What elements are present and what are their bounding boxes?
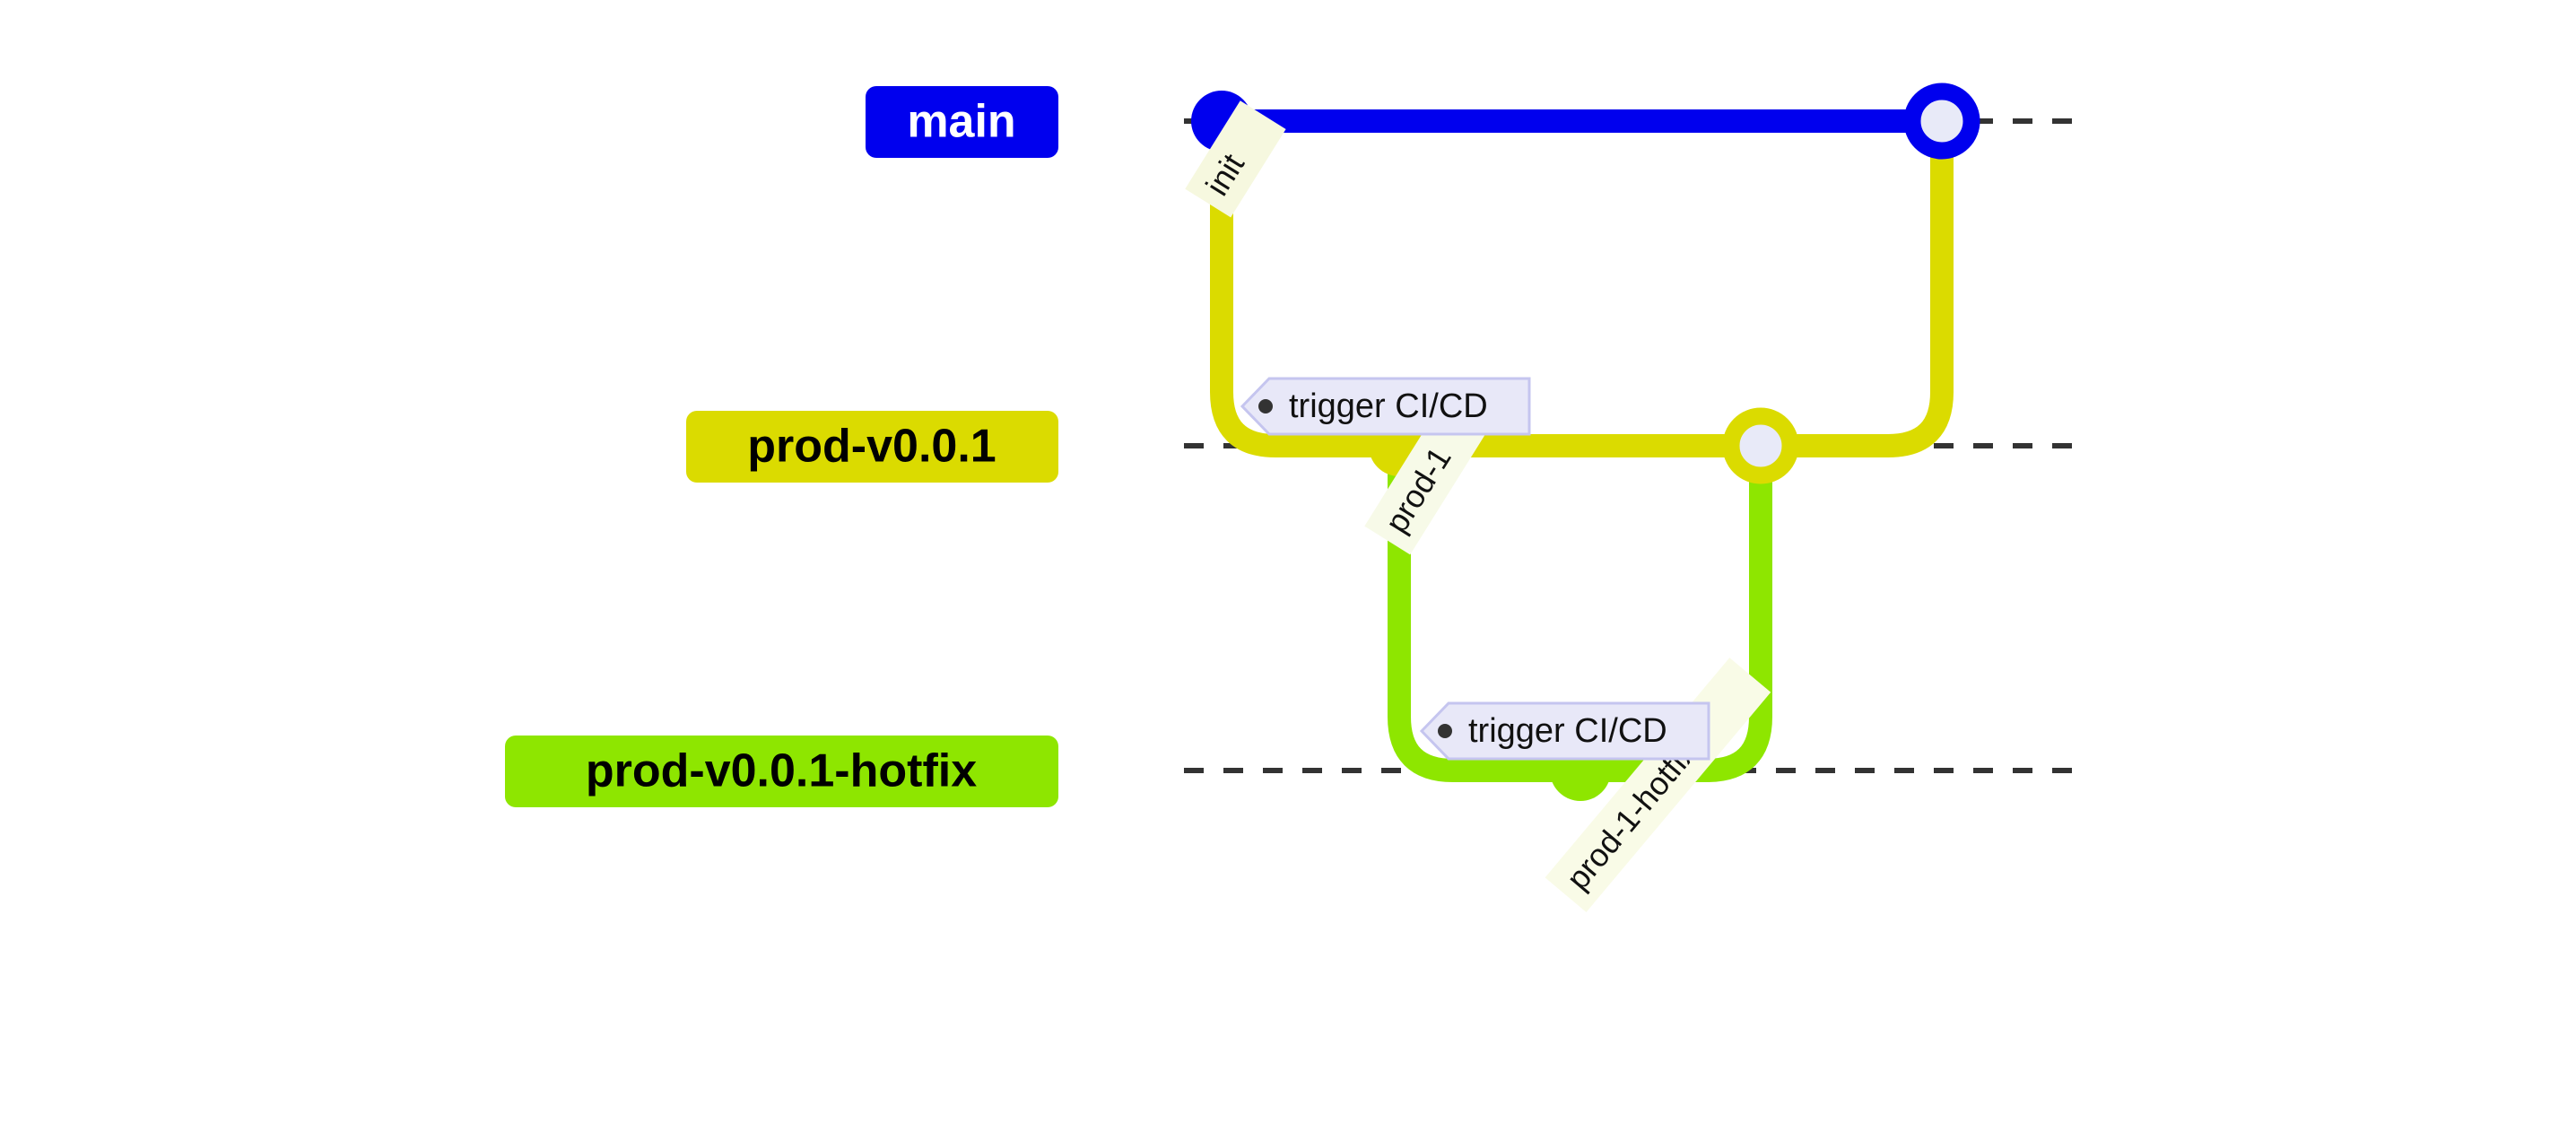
- commit-id-init-bg: [1185, 100, 1286, 218]
- branch-label-hotfix[interactable]: prod-v0.0.1-hotfix: [505, 736, 1058, 807]
- edge-branch-hotfix: [1388, 446, 1580, 782]
- branch-label-prod[interactable]: prod-v0.0.1: [686, 411, 1058, 483]
- commit-tag-prod-label: trigger CI/CD: [1289, 387, 1488, 425]
- branch-label-hotfix-text: prod-v0.0.1-hotfix: [586, 745, 977, 797]
- branch-label-main[interactable]: main: [866, 86, 1058, 158]
- commit-tag-hotfix-dot: [1438, 724, 1452, 738]
- branch-label-main-bg: [866, 86, 1058, 158]
- commit-tag-hotfix-label: trigger CI/CD: [1468, 712, 1667, 750]
- commit-node-merge-main[interactable]: [1903, 83, 1980, 160]
- branch-label-prod-bg: [686, 411, 1058, 483]
- edge-branch-prod: [1210, 121, 1761, 457]
- edge-merge-prod-to-main: [1761, 121, 1954, 457]
- edge-merge-hotfix-to-prod: [1580, 446, 1772, 782]
- commit-node-merge-prod[interactable]: [1722, 407, 1799, 484]
- branch-labels: main prod-v0.0.1 prod-v0.0.1-hotfix: [505, 86, 1058, 807]
- branch-label-main-text: main: [907, 96, 1015, 148]
- commit-tag-prod-shape: [1240, 377, 1531, 436]
- commit-tag-prod-dot: [1258, 399, 1273, 414]
- git-edges: [1210, 109, 1954, 782]
- commit-tags: trigger CI/CD trigger CI/CD: [1240, 377, 1710, 761]
- commit-id-prod-1-hotfix-bg: [1545, 657, 1771, 912]
- commit-tag-prod[interactable]: trigger CI/CD: [1240, 377, 1531, 436]
- commit-id-labels: init prod-1 prod-1-hotfix: [1185, 100, 1771, 912]
- commit-tag-hotfix[interactable]: trigger CI/CD: [1419, 701, 1710, 761]
- branch-label-hotfix-bg: [505, 736, 1058, 807]
- commit-tag-hotfix-shape: [1419, 701, 1710, 761]
- commit-id-init: init: [1185, 100, 1286, 218]
- branch-label-prod-text: prod-v0.0.1: [747, 421, 996, 473]
